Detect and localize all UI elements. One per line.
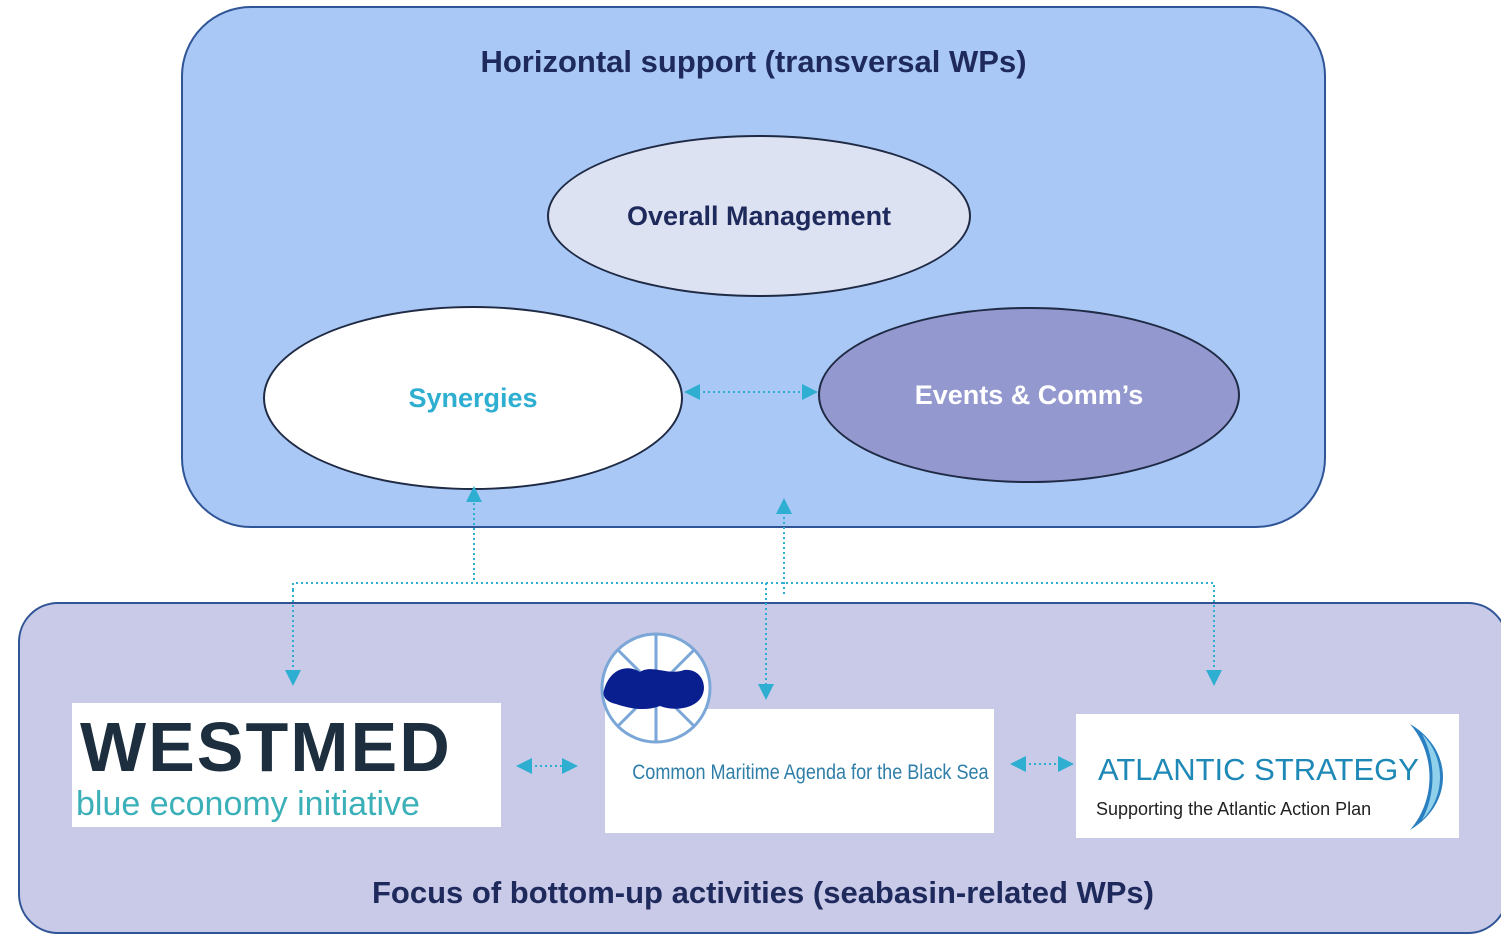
events-comms-node: Events & Comm’s xyxy=(818,307,1240,483)
events-comms-label: Events & Comm’s xyxy=(914,379,1144,410)
atlantic-strategy-logo: ATLANTIC STRATEGY Supporting the Atlanti… xyxy=(1076,714,1459,838)
top-panel-title: Horizontal support (transversal WPs) xyxy=(480,44,1027,79)
westmed-wordmark: WESTMED xyxy=(80,708,452,786)
distribution-bus xyxy=(292,582,1215,590)
black-sea-agenda-text: Common Maritime Agenda for the Black Sea xyxy=(632,761,989,784)
atlantic-strategy-title: ATLANTIC STRATEGY xyxy=(1098,752,1419,787)
overall-management-node: Overall Management xyxy=(547,135,971,297)
westmed-subtitle: blue economy initiative xyxy=(76,785,420,823)
westmed-logo: WESTMED blue economy initiative xyxy=(72,703,501,827)
black-sea-emblem-icon xyxy=(600,632,712,744)
synergies-label: Synergies xyxy=(408,382,538,413)
atlantic-wave-icon xyxy=(1410,724,1443,830)
synergies-node: Synergies xyxy=(263,306,683,490)
overall-management-label: Overall Management xyxy=(626,200,892,231)
atlantic-strategy-subtitle: Supporting the Atlantic Action Plan xyxy=(1096,799,1372,819)
bottom-panel-title: Focus of bottom-up activities (seabasin-… xyxy=(371,875,1154,910)
